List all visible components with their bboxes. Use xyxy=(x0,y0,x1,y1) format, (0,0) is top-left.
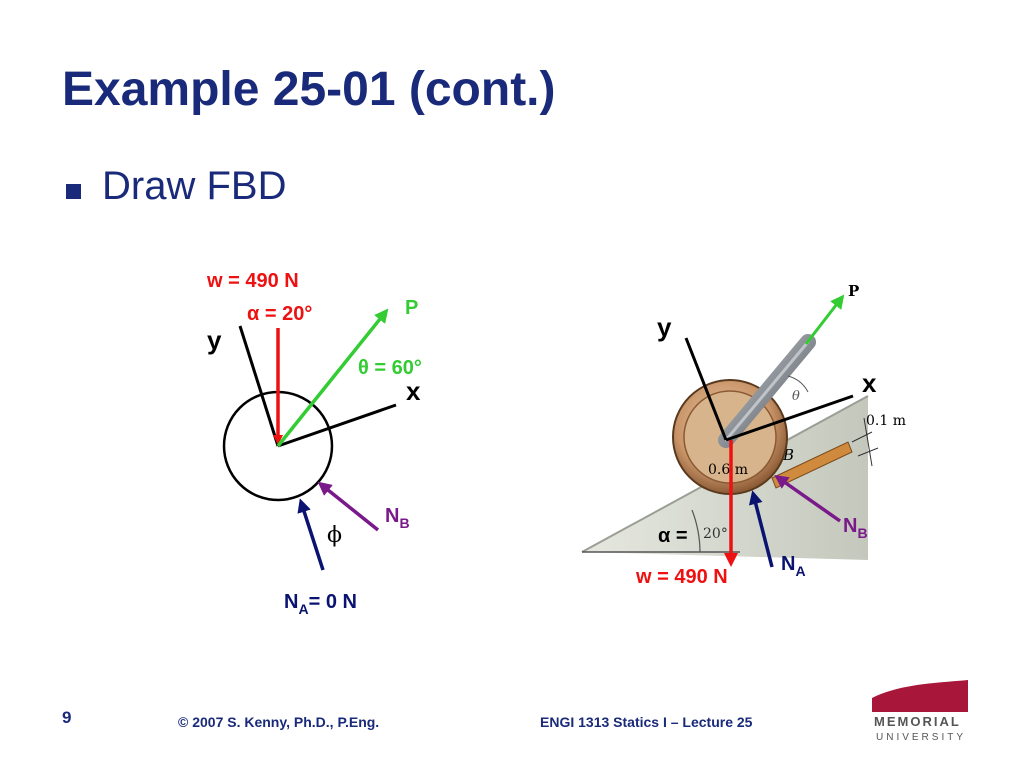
dim-01-label: 0.1 m xyxy=(866,413,906,429)
angle-20-label: 20° xyxy=(703,526,728,542)
slide-title: Example 25-01 (cont.) xyxy=(62,63,556,116)
page-number: 9 xyxy=(62,708,72,727)
dim-01-line xyxy=(863,417,873,467)
photo-normal-a-arrow xyxy=(748,490,774,568)
dim-06-label: 0.6 m xyxy=(708,462,748,478)
logo-line1: MEMORIAL xyxy=(874,714,961,729)
fbd-y-axis xyxy=(238,325,280,447)
fbd-weight-label: w = 490 N xyxy=(206,270,299,292)
angle-20-arc xyxy=(691,509,701,553)
fbd-x-axis-label: x xyxy=(406,376,421,406)
fbd-p-label: P xyxy=(405,297,418,319)
fbd-alpha-label: α = 20° xyxy=(247,303,312,325)
fbd-diagram: w = 490 N α = 20° y x P θ = 60° NB ϕ NA=… xyxy=(206,270,422,617)
dim-01-tick1 xyxy=(851,431,873,443)
photo-alpha-label: α = xyxy=(658,525,688,547)
photo-y-axis-label: y xyxy=(657,312,672,342)
footer-copyright: © 2007 S. Kenny, Ph.D., P.Eng. xyxy=(178,714,380,730)
fbd-na-label: NA= 0 N xyxy=(284,591,357,617)
photo-diagram: B 0.1 m 0.6 m P θ y x 20° α = w = 490 N … xyxy=(581,282,906,588)
photo-weight-label: w = 490 N xyxy=(635,566,728,588)
fbd-nb-label: NB xyxy=(385,505,410,531)
diagram-canvas: w = 490 N α = 20° y x P θ = 60° NB ϕ NA=… xyxy=(206,270,906,617)
photo-x-axis xyxy=(725,394,854,442)
photo-p-label: P xyxy=(848,282,859,300)
dim-01-tick2 xyxy=(857,447,879,457)
fbd-phi-label: ϕ xyxy=(327,523,342,548)
logo-flag-shape xyxy=(872,680,968,712)
fbd-normal-a-arrow xyxy=(297,498,325,571)
photo-y-axis xyxy=(684,337,728,441)
photo-normal-b-arrow xyxy=(774,474,842,523)
logo-line2: UNIVERSITY xyxy=(876,732,966,743)
photo-force-p-arrow xyxy=(804,294,845,345)
fbd-theta-label: θ = 60° xyxy=(358,357,422,379)
photo-na-label: NA xyxy=(781,553,806,579)
fbd-y-axis-label: y xyxy=(207,325,222,355)
bullet-text: Draw FBD xyxy=(102,164,287,208)
footer-course-title: ENGI 1313 Statics I – Lecture 25 xyxy=(540,714,753,730)
photo-x-axis-label: x xyxy=(862,368,877,398)
bullet-square-icon xyxy=(66,184,81,199)
photo-theta-label: θ xyxy=(792,389,800,404)
fbd-x-axis xyxy=(277,403,397,448)
handle-rod-highlight xyxy=(724,340,810,442)
theta-arc xyxy=(787,375,809,393)
fbd-normal-b-arrow xyxy=(317,481,380,532)
fbd-force-p-arrow xyxy=(276,308,389,448)
photo-nb-label: NB xyxy=(843,515,868,541)
